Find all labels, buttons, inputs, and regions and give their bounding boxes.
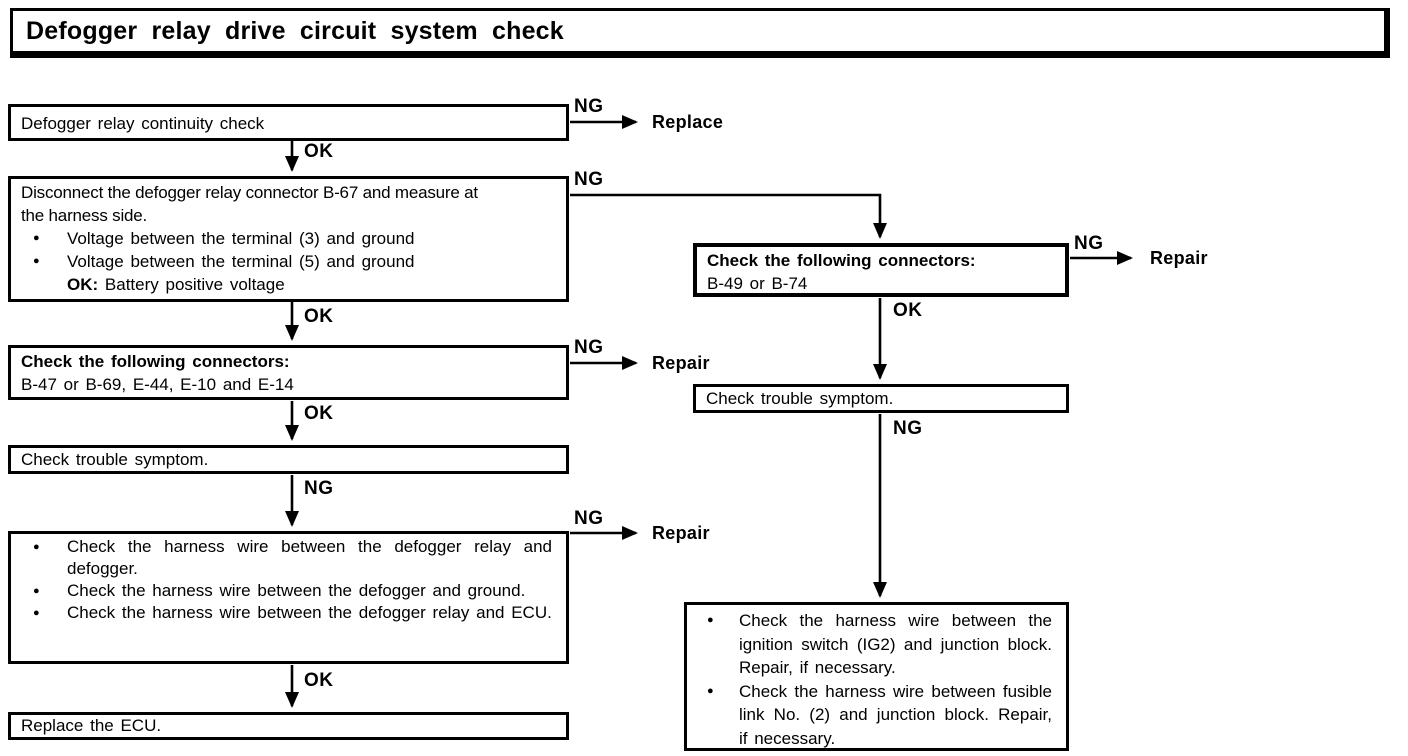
step-text: Replace the ECU. xyxy=(21,716,162,735)
step-check-harness-wires: ● Check the harness wire between the def… xyxy=(8,531,569,664)
ng-label: NG xyxy=(1074,233,1104,254)
ng-label: NG xyxy=(574,96,604,117)
ok-label: OK xyxy=(304,141,334,162)
list-item-text: Check the harness wire between the defog… xyxy=(67,581,526,600)
step-heading: Check the following connectors: xyxy=(21,352,290,371)
step-check-ignition-fusible-harness: ● Check the harness wire between the ign… xyxy=(684,602,1069,751)
ok-condition-label: OK: xyxy=(67,275,99,294)
repair-action-label: Repair xyxy=(652,523,710,543)
replace-action-label: Replace xyxy=(652,112,724,132)
list-item: ● Check the harness wire between the def… xyxy=(21,536,556,580)
bullet-icon: ● xyxy=(33,585,40,597)
repair-action-label: Repair xyxy=(1150,248,1208,268)
list-item: ● Check the harness wire between fusible… xyxy=(697,680,1056,751)
page-title-box: Defogger relay drive circuit system chec… xyxy=(10,8,1390,58)
step-text: Defogger relay continuity check xyxy=(21,114,265,133)
ok-label: OK xyxy=(893,300,923,321)
ok-label: OK xyxy=(304,670,334,691)
ng-label: NG xyxy=(574,169,604,190)
step-disconnect-relay-measure: Disconnect the defogger relay connector … xyxy=(8,176,569,302)
ng-label: NG xyxy=(893,418,923,439)
list-item-text: Check the harness wire between the ignit… xyxy=(739,611,1052,677)
list-item: ● Check the harness wire between the ign… xyxy=(697,609,1056,680)
step-check-trouble-symptom-left: Check trouble symptom. xyxy=(8,445,569,474)
ok-condition: OK: Battery positive voltage xyxy=(21,273,556,296)
bullet-icon: ● xyxy=(33,232,40,244)
list-item-text: Voltage between the terminal (3) and gro… xyxy=(67,229,415,248)
ok-label: OK xyxy=(304,403,334,424)
ok-label: OK xyxy=(304,306,334,327)
step-heading: Check the following connectors: xyxy=(707,251,976,270)
list-item-text: Voltage between the terminal (5) and gro… xyxy=(67,252,415,271)
ng-label: NG xyxy=(304,478,334,499)
bullet-icon: ● xyxy=(707,684,714,697)
list-item-text: Check the harness wire between the defog… xyxy=(67,537,552,578)
list-item: ● Check the harness wire between the def… xyxy=(21,580,556,602)
step-text: Check trouble symptom. xyxy=(706,389,894,408)
bullet-icon: ● xyxy=(33,607,40,619)
step-check-trouble-symptom-right: Check trouble symptom. xyxy=(693,384,1069,413)
step-text: B-47 or B-69, E-44, E-10 and E-14 xyxy=(21,375,294,394)
step-check-connectors-right: Check the following connectors: B-49 or … xyxy=(693,243,1069,297)
step-check-connectors-left: Check the following connectors: B-47 or … xyxy=(8,345,569,400)
step-text: Disconnect the defogger relay connector … xyxy=(21,183,478,225)
step-replace-ecu: Replace the ECU. xyxy=(8,712,569,740)
ng-label: NG xyxy=(574,337,604,358)
list-item: ● Check the harness wire between the def… xyxy=(21,602,556,624)
bullet-icon: ● xyxy=(33,255,40,267)
list-item: ● Voltage between the terminal (5) and g… xyxy=(21,250,556,273)
ng-label: NG xyxy=(574,508,604,529)
repair-action-label: Repair xyxy=(652,353,710,373)
bullet-icon: ● xyxy=(707,614,714,626)
page-title: Defogger relay drive circuit system chec… xyxy=(26,16,564,45)
bullet-icon: ● xyxy=(33,541,40,553)
step-defogger-relay-continuity-check: Defogger relay continuity check xyxy=(8,104,569,141)
list-item-text: Check the harness wire between the defog… xyxy=(67,603,552,622)
ok-condition-text: Battery positive voltage xyxy=(104,275,285,294)
step-text: B-49 or B-74 xyxy=(707,274,808,293)
list-item: ● Voltage between the terminal (3) and g… xyxy=(21,227,556,250)
step-text: Check trouble symptom. xyxy=(21,450,209,469)
list-item-text: Check the harness wire between fusible l… xyxy=(739,681,1052,748)
